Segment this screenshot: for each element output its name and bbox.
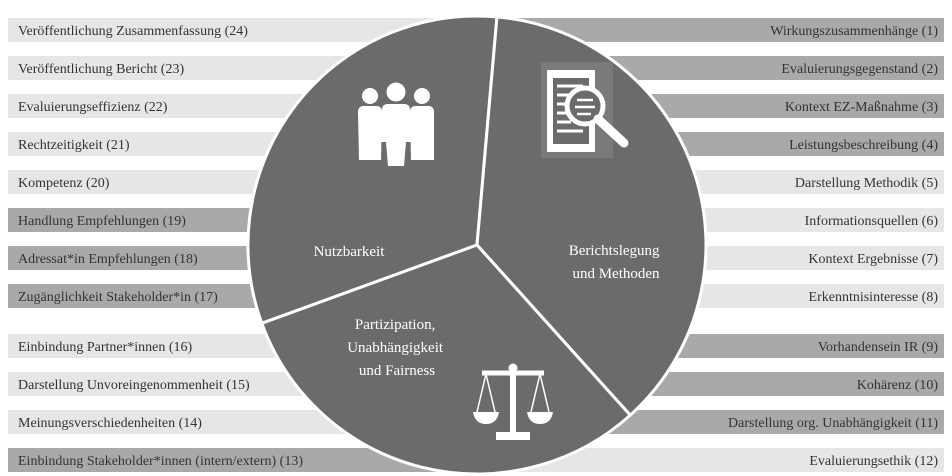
right-bar-12 <box>508 448 944 472</box>
left-bar-label-7: Adressat*in Empfehlungen (18) <box>18 252 198 267</box>
sector-label-partizipation-line-3: und Fairness <box>359 363 435 379</box>
sector-berichtslegung <box>475 15 708 417</box>
right-bar-label-6: Informationsquellen (6) <box>805 214 939 229</box>
left-bar-label-8: Zugänglichkeit Stakeholder*in (17) <box>18 290 218 305</box>
right-bar-label-9: Vorhandensein IR (9) <box>818 340 939 355</box>
left-bar-label-5: Kompetenz (20) <box>18 176 110 191</box>
right-bar-label-2: Evaluierungsgegenstand (2) <box>781 62 938 77</box>
right-bar-label-1: Wirkungszusammenhänge (1) <box>770 24 938 39</box>
left-bar-label-12: Einbindung Stakeholder*innen (intern/ext… <box>18 454 303 469</box>
right-bar-label-11: Darstellung org. Unabhängigkeit (11) <box>728 416 938 431</box>
sector-label-partizipation-line-2: Unabhängigkeit <box>347 340 444 356</box>
pie-chart <box>246 14 708 476</box>
left-bar-label-10: Darstellung Unvoreingenommenheit (15) <box>18 378 250 393</box>
sector-label-partizipation-line-1: Partizipation, <box>355 317 435 333</box>
people-group-icon <box>358 82 434 166</box>
sector-label-berichtslegung: Berichtslegung und Methoden <box>569 243 664 282</box>
document-magnifier-icon <box>541 62 629 158</box>
right-bar-label-5: Darstellung Methodik (5) <box>795 176 938 191</box>
left-bar-label-4: Rechtzeitigkeit (21) <box>18 138 130 153</box>
left-bar-label-6: Handlung Empfehlungen (19) <box>18 214 186 229</box>
right-bar-1 <box>508 18 944 42</box>
right-bar-label-10: Kohärenz (10) <box>857 378 939 393</box>
left-bar-label-3: Evaluierungseffizienz (22) <box>18 100 168 115</box>
right-bar-label-12: Evaluierungsethik (12) <box>809 454 938 469</box>
left-bar-label-9: Einbindung Partner*innen (16) <box>18 340 193 355</box>
right-bar-label-4: Leistungsbeschreibung (4) <box>789 138 938 153</box>
sector-label-partizipation: Partizipation, Unabhängigkeit und Fairne… <box>347 317 447 379</box>
right-bar-label-3: Kontext EZ-Maßnahme (3) <box>785 100 939 115</box>
right-bar-label-7: Kontext Ergebnisse (7) <box>808 252 938 267</box>
left-bar-label-2: Veröffentlichung Bericht (23) <box>18 62 184 77</box>
sector-nutzbarkeit <box>246 14 499 325</box>
right-bar-label-8: Erkenntnisinteresse (8) <box>809 290 939 305</box>
left-bar-label-11: Meinungsverschiedenheiten (14) <box>18 416 202 431</box>
sector-label-nutzbarkeit: Nutzbarkeit <box>314 244 386 260</box>
sector-label-berichtslegung-line-2: und Methoden <box>572 266 660 282</box>
sector-label-berichtslegung-line-1: Berichtslegung <box>569 243 660 259</box>
left-bar-label-1: Veröffentlichung Zusammenfassung (24) <box>18 24 248 39</box>
balance-scale-icon <box>473 363 553 440</box>
